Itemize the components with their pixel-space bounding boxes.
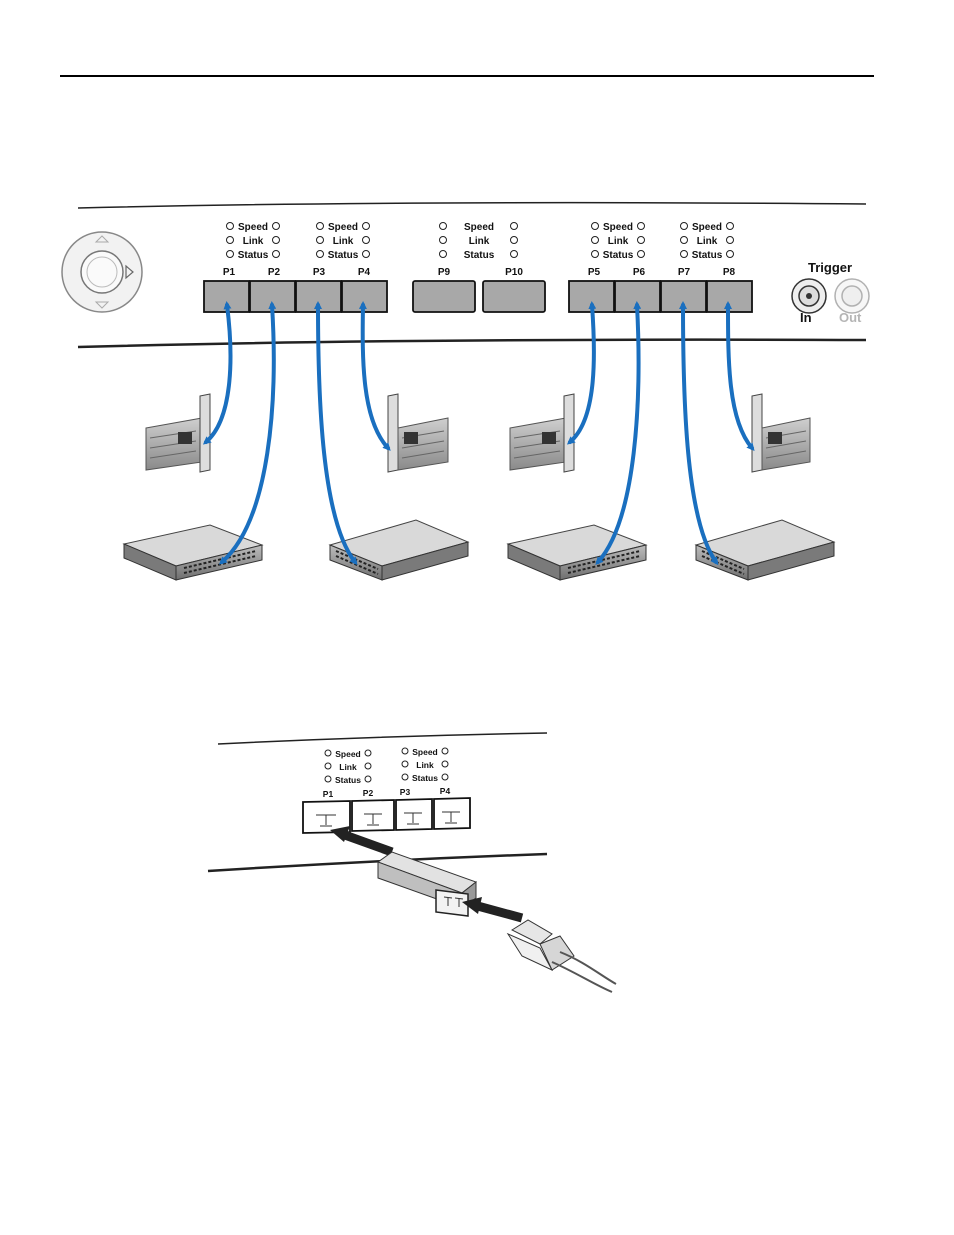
cable-p6-switch xyxy=(598,305,639,562)
cable-p7-switch xyxy=(683,305,716,562)
cable-p3-switch xyxy=(318,305,355,562)
led-group-center: Speed Link Status xyxy=(440,222,518,261)
led-label-link: Link xyxy=(469,236,490,247)
port-label-p3: P3 xyxy=(313,267,326,278)
sfp-transceiver-icon xyxy=(378,852,476,916)
fiber-connector-icon xyxy=(508,920,616,992)
port-label-p2: P2 xyxy=(268,267,281,278)
cable-p8-nic xyxy=(728,305,752,448)
detail-led-label-status: Status xyxy=(335,775,361,785)
detail-port-p4[interactable] xyxy=(434,798,470,829)
led-group-1: Speed Link Status Speed Link Status xyxy=(227,222,370,261)
port-label-p9: P9 xyxy=(438,267,451,278)
detail-led-label-status: Status xyxy=(412,773,438,783)
port-label-p10: P10 xyxy=(505,267,523,278)
port-label-p5: P5 xyxy=(588,267,601,278)
network-switch-1-icon xyxy=(124,525,262,580)
network-switch-4-icon xyxy=(696,520,834,580)
trigger-in-label: In xyxy=(800,310,812,325)
detail-port-label-p4: P4 xyxy=(440,786,451,796)
detail-led-label-link: Link xyxy=(416,760,434,770)
nic-card-2-icon xyxy=(388,394,448,472)
led-label-status: Status xyxy=(692,250,723,261)
led-label-link: Link xyxy=(333,236,354,247)
network-switch-3-icon xyxy=(508,525,646,580)
trigger-in-connector-icon[interactable] xyxy=(792,279,826,313)
led-label-link: Link xyxy=(608,236,629,247)
detail-led-label-speed: Speed xyxy=(412,747,438,757)
led-label-status: Status xyxy=(238,250,269,261)
led-label-speed: Speed xyxy=(464,222,494,233)
led-label-status: Status xyxy=(328,250,359,261)
nic-card-1-icon xyxy=(146,394,210,472)
cable-p4-nic xyxy=(363,305,388,448)
port-label-p4: P4 xyxy=(358,267,371,278)
detail-led-label-link: Link xyxy=(339,762,357,772)
port-label-p7: P7 xyxy=(678,267,691,278)
trigger-out-connector-icon[interactable] xyxy=(835,279,869,313)
port-label-p1: P1 xyxy=(223,267,236,278)
led-label-speed: Speed xyxy=(692,222,722,233)
detail-led-label-speed: Speed xyxy=(335,749,361,759)
led-label-link: Link xyxy=(697,236,718,247)
port-label-p6: P6 xyxy=(633,267,646,278)
detail-port-label-p2: P2 xyxy=(363,788,374,798)
nic-card-3-icon xyxy=(510,394,574,472)
navigation-pad-icon[interactable] xyxy=(62,232,142,312)
led-label-speed: Speed xyxy=(238,222,268,233)
front-panel: Speed Link Status Speed Link Status Spee… xyxy=(62,203,869,347)
trigger-out-label: Out xyxy=(839,310,862,325)
led-label-speed: Speed xyxy=(328,222,358,233)
detail-port-p3[interactable] xyxy=(396,799,432,830)
port-p10[interactable] xyxy=(483,281,545,312)
detail-port-label-p1: P1 xyxy=(323,789,334,799)
led-group-2: Speed Link Status Speed Link Status xyxy=(592,222,734,261)
led-label-status: Status xyxy=(464,250,495,261)
sfp-insertion-detail: Speed Link Status Speed Link Status P1 P… xyxy=(208,733,616,992)
detail-port-label-p3: P3 xyxy=(400,787,411,797)
led-label-status: Status xyxy=(603,250,634,261)
port-label-p8: P8 xyxy=(723,267,736,278)
led-label-speed: Speed xyxy=(603,222,633,233)
trigger-title: Trigger xyxy=(808,260,852,275)
led-label-link: Link xyxy=(243,236,264,247)
nic-card-4-icon xyxy=(752,394,810,472)
port-p9[interactable] xyxy=(413,281,475,312)
network-switch-2-icon xyxy=(330,520,468,580)
